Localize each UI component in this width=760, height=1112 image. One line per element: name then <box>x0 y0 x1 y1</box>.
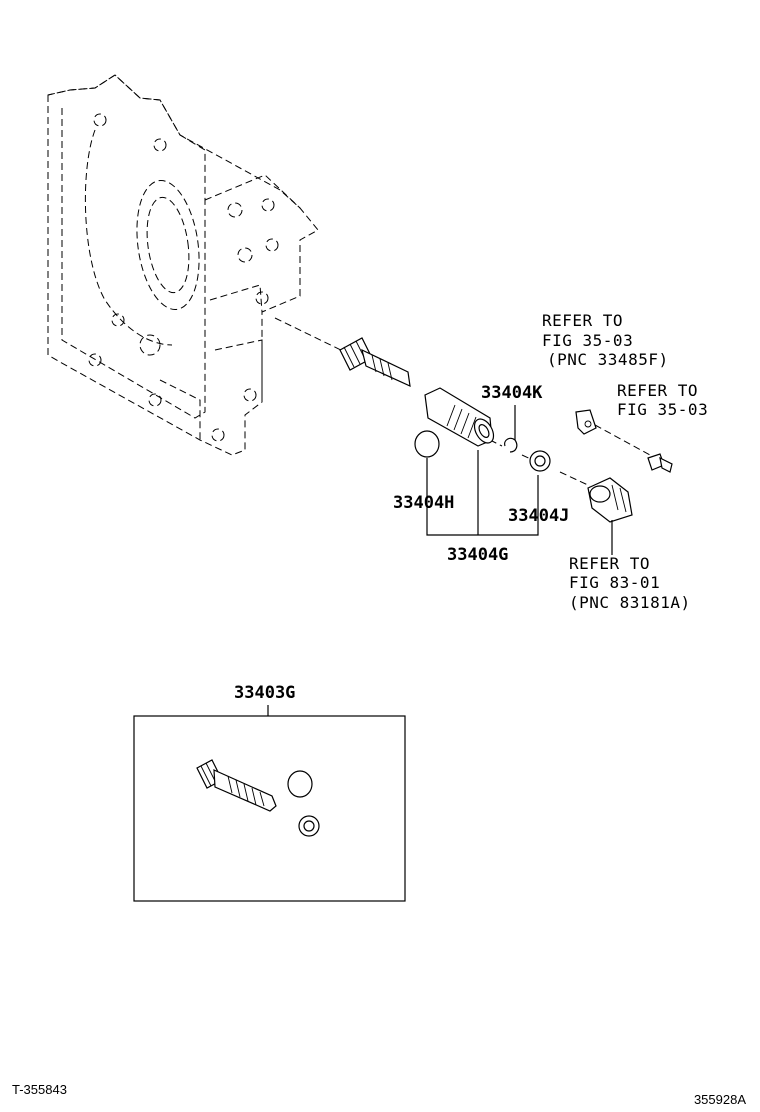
oil-seal-part <box>529 450 551 472</box>
callout-33404J: 33404J <box>508 506 569 526</box>
kit-o-ring <box>287 770 313 798</box>
driven-gear-shaft <box>339 337 411 387</box>
clip-part <box>504 437 518 453</box>
ref-note-plate: REFER TO FIG 35-03 (PNC 33485F) <box>542 311 669 369</box>
ref-note-bolt-line2: FIG 35-03 <box>617 400 708 419</box>
footer-right-code: 355928A <box>694 1092 746 1107</box>
ref-note-sensor-line3: (PNC 83181A) <box>569 593 691 612</box>
ref-note-sensor-line1: REFER TO <box>569 554 650 573</box>
speed-sensor-part <box>587 477 633 523</box>
kit-gear-shaft <box>196 759 277 812</box>
plate-part <box>575 409 597 435</box>
o-ring-part <box>414 430 440 458</box>
callout-33404H: 33404H <box>393 493 454 513</box>
callout-33404G: 33404G <box>447 545 508 565</box>
ref-note-sensor-line2: FIG 83-01 <box>569 573 660 592</box>
bolt-part <box>647 453 673 473</box>
ref-note-sensor: REFER TO FIG 83-01 (PNC 83181A) <box>569 554 691 612</box>
kit-box <box>133 715 406 902</box>
ref-note-bolt-line1: REFER TO <box>617 381 698 400</box>
ref-note-bolt: REFER TO FIG 35-03 <box>617 381 708 419</box>
callout-33404K: 33404K <box>481 383 543 403</box>
sleeve-part <box>424 387 495 447</box>
leader-lines <box>267 405 613 716</box>
kit-oil-seal <box>298 815 320 837</box>
ref-note-plate-line2: FIG 35-03 <box>542 331 633 350</box>
footer-left-code: T-355843 <box>12 1082 67 1097</box>
ref-note-plate-line1: REFER TO <box>542 311 623 330</box>
transmission-case <box>47 74 319 456</box>
callout-33403G: 33403G <box>234 683 295 703</box>
ref-note-plate-line3: (PNC 33485F) <box>547 350 669 369</box>
